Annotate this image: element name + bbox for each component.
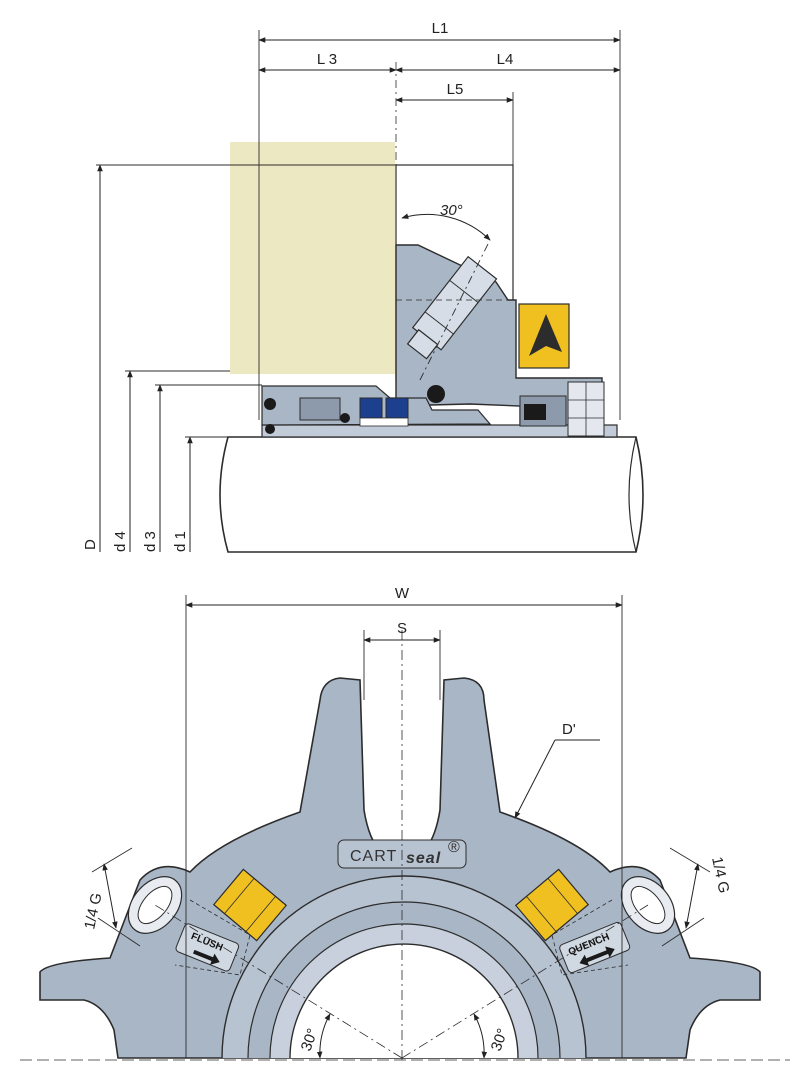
shaft (219, 436, 644, 553)
o-ring-1 (264, 398, 276, 410)
dim-L3: L 3 (317, 51, 337, 68)
logo-text-cart: CART (350, 848, 397, 865)
flush-tag: FLUSH (175, 923, 240, 972)
o-ring-4 (340, 413, 350, 423)
angle-30-top: 30° (440, 202, 463, 219)
o-ring-3 (427, 385, 445, 403)
spring-retainer (299, 397, 341, 421)
front-view: CART seal ® FLUSH (20, 585, 790, 1061)
dim-d1: d 1 (172, 531, 189, 552)
sleeve (261, 424, 618, 438)
bolt-slot-left (127, 876, 183, 934)
dim-S: S (397, 620, 407, 637)
dim-D-prime: D' (562, 721, 576, 738)
flush-axis-line (419, 239, 491, 381)
flush-fitting (406, 255, 498, 360)
yellow-tag (518, 303, 570, 369)
dim-W: W (395, 585, 410, 602)
logo-trademark: ® (448, 839, 461, 856)
seal-face-1 (359, 397, 383, 419)
angle-30-left: 30° (298, 1026, 322, 1053)
angle-30-right: 30° (488, 1026, 512, 1053)
dim-L4: L4 (497, 51, 514, 68)
quench-plug (514, 868, 590, 942)
dim-D: D (82, 539, 99, 550)
port-left-label: 1/4 G (81, 891, 105, 930)
dim-d3: d 3 (142, 531, 159, 552)
section-view: L1 L 3 L4 L5 30° D d 4 d 3 d 1 (82, 20, 644, 553)
seal-face-3 (359, 417, 409, 427)
black-seal-right (524, 404, 546, 420)
gland-highlight-zone (230, 142, 395, 374)
dim-L1: L1 (432, 20, 449, 37)
port-right-label: 1/4 G (708, 855, 732, 894)
bore-hole (289, 943, 519, 1059)
seal-face-2 (385, 397, 409, 419)
flush-plug (212, 868, 288, 942)
o-ring-2 (265, 424, 275, 434)
dim-d4: d 4 (112, 531, 129, 552)
logo-text-seal: seal (406, 850, 441, 867)
dim-L5: L5 (447, 81, 464, 98)
